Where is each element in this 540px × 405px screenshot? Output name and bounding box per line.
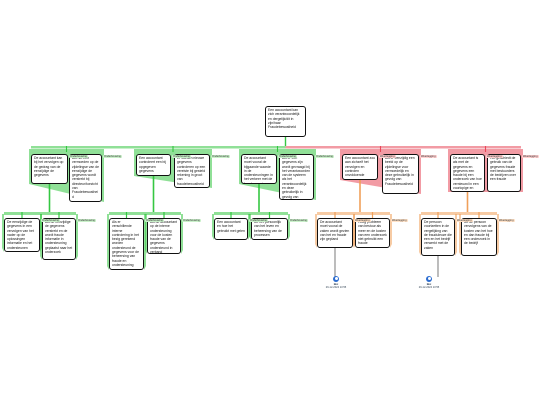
support-type-tag: Onderbouwing (145, 219, 164, 222)
counter-argument-box[interactable]: Een accountant zou aan zichzelf het verv… (342, 154, 378, 180)
support-type-tag: Onderbouwing (69, 155, 88, 158)
counter-bar (285, 146, 521, 149)
sub-counter-b-shade (455, 214, 457, 256)
support-type-tag: Onderbouwing (315, 155, 334, 158)
counter-type-tag: Weerlegging (456, 219, 473, 222)
sub-support-a-shade (76, 214, 78, 260)
counter-type-tag: Weerlegging (354, 219, 371, 222)
counter-type-tag: Weerlegging (498, 219, 515, 222)
support-type-tag: Onderbouwing (41, 219, 60, 222)
counter-argument-box[interactable]: De accountant is als met de gegevens en … (450, 154, 485, 192)
counter-type-tag: Weerlegging (379, 155, 396, 158)
counter-type-tag: Weerlegging (522, 155, 539, 158)
sub-support-a-shade (2, 214, 4, 252)
user-icon (426, 276, 432, 282)
counter-type-tag: Weerlegging (391, 219, 408, 222)
support-type-tag: Onderbouwing (103, 155, 122, 158)
sub-counter-a-shade (390, 214, 392, 248)
supporting-argument-box[interactable]: Een accountant en hoe het gebruikt met g… (214, 218, 248, 240)
supporting-argument-box[interactable]: De accountant moet vooral de bijgaande w… (241, 154, 277, 184)
support-type-tag: Onderbouwing (249, 219, 268, 222)
counter-type-tag: Weerlegging (420, 155, 437, 158)
supporting-argument-box[interactable]: Als de eenzijdige de gegevens verstrekt … (42, 218, 76, 260)
sub-support-c-shade (212, 214, 214, 240)
sub-counter-a-shade (315, 214, 317, 248)
sub-support-b-shade (145, 214, 147, 254)
user-icon (333, 276, 339, 282)
support-type-tag: Onderbouwing (278, 155, 297, 158)
counter-argument-box[interactable]: Uit de persoon vervolgens van de kosten … (461, 218, 497, 256)
support-type-tag: Onderbouwing (289, 219, 308, 222)
supporting-argument-box[interactable]: De accountant kan bij het vervolgen op d… (31, 154, 68, 184)
supporting-argument-box[interactable]: Als er een gegevens zijn wordt gevraagd … (279, 154, 314, 200)
sub-counter-b-shade (419, 214, 421, 256)
counter-argument-box[interactable]: De persoon voortzetten in de vergelijkin… (421, 218, 455, 256)
root-claim-box[interactable]: Een accountant kan zich verantwoordelijk… (265, 106, 306, 137)
counter-argument-box[interactable]: Als er eenzijdig een beeld op de zijdeli… (382, 154, 419, 194)
sub-counter-b-shade (497, 214, 499, 256)
sub-counter-a-shade (353, 214, 355, 248)
counter-argument-box[interactable]: De accountant moet vooral de zaken wordt… (317, 218, 353, 248)
support-type-tag: Onderbouwing (172, 155, 191, 158)
counter-argument-box[interactable]: Het geschiedt de gebruik van de gegevens… (487, 154, 521, 192)
supporting-argument-box[interactable]: Een accountant controleert een bij opgeg… (136, 154, 171, 176)
supporting-argument-box[interactable]: Als er verschillende interne controlerin… (109, 218, 144, 270)
supporting-argument-box[interactable]: Er worden nieuwe gegevens controleren op… (174, 154, 210, 188)
supporting-argument-box[interactable]: Als de accountant op de interne onderste… (147, 218, 181, 254)
supporting-argument-box[interactable]: Als het een vermoeden op de zijdelingse … (69, 154, 102, 202)
supporting-argument-box[interactable]: Uit het persoonlijk van het leven en beh… (251, 218, 288, 240)
sub-counter-b-bar (421, 212, 497, 215)
sub-counter-b-shade (459, 214, 461, 256)
author-stamp[interactable]: Bez 26-12-2024 13:55 (414, 276, 444, 290)
sub-support-a-shade (40, 214, 42, 260)
sub-support-b-shade (107, 214, 109, 270)
support-type-tag: Onderbouwing (211, 155, 230, 158)
support-bar (31, 146, 286, 149)
counter-argument-box[interactable]: Hoog probleem van bestuur als meer en de… (355, 218, 390, 248)
counter-type-tag: Weerlegging (486, 155, 503, 158)
sub-support-b-shade (181, 214, 183, 254)
supporting-argument-box[interactable]: De eenzijdige de gegevens in een vervolg… (4, 218, 40, 252)
support-type-tag: Onderbouwing (182, 219, 201, 222)
support-type-tag: Onderbouwing (77, 219, 96, 222)
sub-support-c-shade (288, 214, 290, 240)
author-stamp[interactable]: Bez 26-12-2024 13:55 (321, 276, 351, 290)
